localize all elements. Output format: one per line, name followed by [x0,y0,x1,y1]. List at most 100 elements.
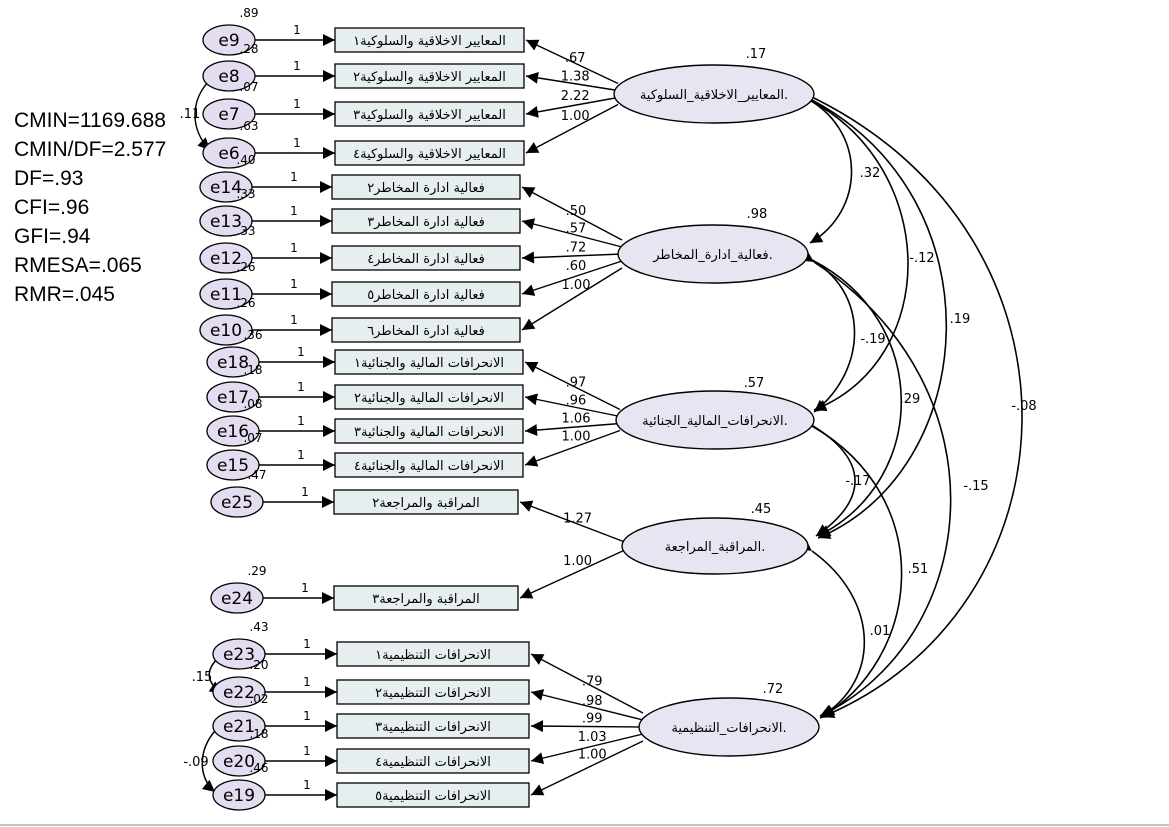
loading-arrow-e21 [530,720,644,733]
error-term-e9 [202,24,256,56]
error-term-e19 [212,779,266,811]
indicator-label-e12: فعالية ادارة المخاطر٤ [367,252,485,267]
error-term-label-e21: e21 [223,717,255,737]
error-weight-label-e18: 1 [297,345,305,359]
loading-label-e6: 1.00 [561,109,590,124]
error-weight-label-e10: 1 [290,313,298,327]
latent-r2-label-L1: .17 [746,47,767,62]
indicator-box-e25 [333,489,519,515]
error-variance-label-e20: .18 [249,727,268,741]
indicator-box-e14 [331,174,521,200]
error-variance-label-e15: .07 [243,431,262,445]
error-term-label-e6: e6 [218,144,239,164]
loading-arrow-e22 [530,689,644,721]
error-term-label-e9: e9 [218,31,239,51]
latent-construct-L5 [638,697,820,757]
error-weight-label-e23: 1 [303,637,311,651]
error-weight-label-e15: 1 [297,448,305,462]
latent-layer: .المعايير_الاخلاقية_السلوكية.فعالية_ادار… [613,64,820,757]
error-weight-label-e9: 1 [293,23,301,37]
loading-label-e12: .72 [566,241,587,256]
fit-index-cmin: CMIN=1169.688 [14,109,166,132]
error-term-label-e17: e17 [217,388,249,408]
loading-label-e22: .98 [582,694,603,709]
loading-layer [519,39,644,796]
loading-arrow-e18 [524,361,621,411]
error-term-e22 [212,676,266,708]
covariance-label-L3-L4: -.17 [845,474,870,489]
loading-label-e14: .50 [566,204,587,219]
indicator-box-e23 [336,641,530,667]
loading-arrow-e9 [525,39,619,85]
error-weight-label-e12: 1 [290,241,298,255]
loading-label-e16: 1.06 [562,412,591,427]
latent-r2-label-L2: .98 [747,207,768,222]
error-weight-label-e22: 1 [303,675,311,689]
indicator-label-e22: الانحرافات التنظيمية٢ [375,686,491,701]
error-term-label-e7: e7 [218,105,239,125]
error-term-e14 [199,171,253,203]
indicator-label-e9: المعايير الاخلاقية والسلوكية١ [353,34,506,49]
latent-label-L4: .المراقبة_المراجعة [665,540,766,555]
latent-construct-L3 [615,390,815,450]
error-variance-label-e19: .46 [249,761,268,775]
loading-arrow-e16 [524,422,621,437]
loading-label-e20: 1.03 [578,730,607,745]
error-term-e12 [199,242,253,274]
loading-label-e8: 1.38 [561,70,590,85]
error-variance-label-e7: .07 [239,80,258,94]
error-term-label-e12: e12 [210,249,242,269]
error-term-e18 [206,346,260,378]
loading-label-e21: .99 [582,712,603,727]
loading-label-e13: .57 [566,222,587,237]
covariance-label-L1-L4: .19 [950,312,971,327]
indicator-box-e11 [331,281,521,307]
latent-label-L5: .الانحرافات_التنظيمية [671,721,786,736]
loading-arrow-e17 [524,393,621,418]
error-variance-label-e12: .33 [236,224,255,238]
covariance-arc-L3-L5 [798,414,903,719]
error-variance-label-e8: .28 [239,42,258,56]
error-variance-label-e6: .63 [239,119,258,133]
error-term-e6 [202,137,256,169]
error-term-e10 [199,314,253,346]
error-weight-label-e17: 1 [297,380,305,394]
latent-r2-label-L3: .57 [744,376,765,391]
loading-arrow-e11 [521,260,623,296]
error-term-e20 [212,745,266,777]
indicator-box-e8 [334,63,525,89]
indicator-box-e19 [336,782,530,808]
error-weight-label-e7: 1 [293,97,301,111]
covariance-arc-L1-L4 [798,89,948,539]
error-weight-label-e21: 1 [303,709,311,723]
loading-label-e15: 1.00 [562,429,591,444]
indicator-box-e21 [336,713,530,739]
indicator-box-e24 [333,585,519,611]
error-weight-label-e14: 1 [290,170,298,184]
error-variance-label-e18: .36 [243,328,262,342]
indicator-label-e19: الانحرافات التنظيمية٥ [375,789,491,804]
indicator-box-e10 [331,317,521,343]
error-term-e24 [210,582,264,614]
fit-index-rmr: RMR=.045 [14,283,115,306]
error-weight-label-e25: 1 [301,485,309,499]
indicator-box-e20 [336,748,530,774]
latent-construct-L1 [613,64,815,124]
error-term-e13 [199,205,253,237]
latent-r2-label-L5: .72 [763,682,784,697]
covariance-arc-L2-L5 [800,250,952,717]
error-variance-label-e22: .20 [249,658,268,672]
error-covariance-arc-e8-e6 [194,67,223,151]
error-weight-label-e11: 1 [290,277,298,291]
error-term-label-e23: e23 [223,645,255,665]
indicator-label-e6: المعايير الاخلاقية والسلوكية٤ [353,147,506,162]
indicator-box-e12 [331,245,521,271]
fit-index-cfi: CFI=.96 [14,196,90,219]
error-variance-label-e24: .29 [247,564,266,578]
error-covariance-label-e23-e22: .15 [192,670,213,685]
error-variance-label-e23: .43 [249,620,268,634]
latent-r2-label-L4: .45 [751,502,772,517]
indicator-box-e9 [334,27,525,53]
error-term-e15 [206,449,260,481]
